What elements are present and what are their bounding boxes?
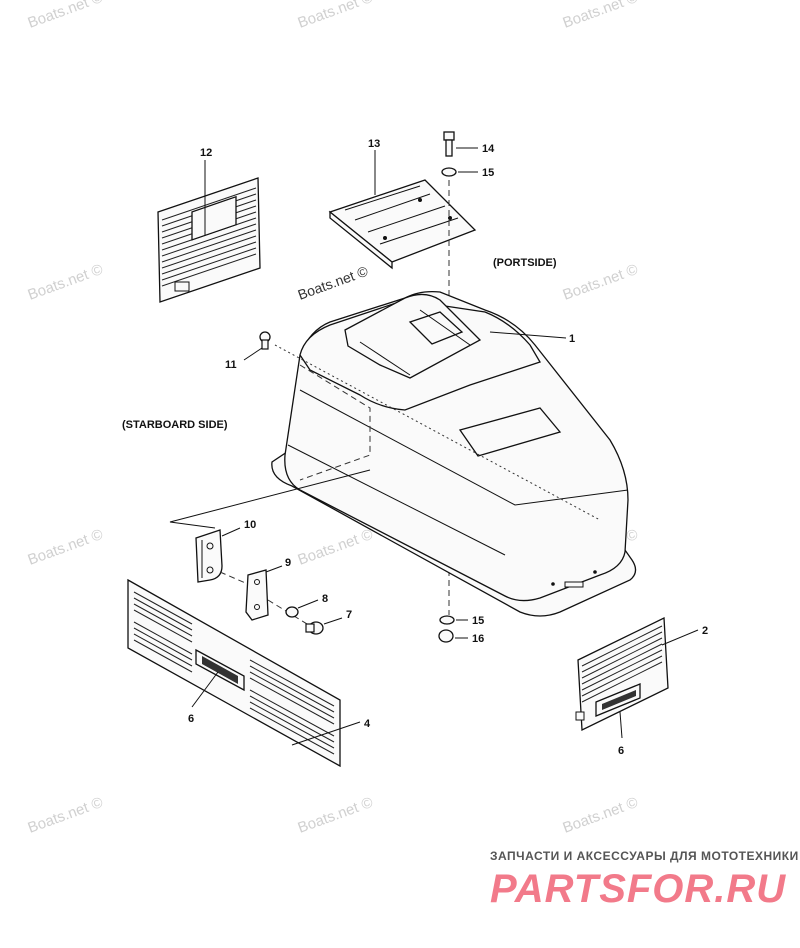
watermark: Boats.net © (296, 794, 376, 837)
callout-8: 8 (322, 593, 328, 605)
part-2-port-decal (575, 616, 669, 732)
watermark: Boats.net © (26, 0, 106, 32)
watermark: Boats.net © (561, 0, 641, 32)
part-9-latch (245, 569, 269, 621)
leader-line (323, 617, 343, 625)
leader-line (291, 721, 361, 746)
leader-line (619, 711, 623, 739)
footer-subtitle: ЗАПЧАСТИ И АКСЕССУАРЫ ДЛЯ МОТОТЕХНИКИ (490, 849, 799, 863)
watermark: Boats.net © (561, 261, 641, 304)
callout-4: 4 (364, 718, 371, 730)
leader-line (265, 565, 283, 573)
callout-2: 2 (702, 625, 708, 637)
callout-11: 11 (225, 359, 237, 371)
part-8-nut (285, 606, 299, 618)
part-15-washer (441, 167, 457, 177)
callout-7: 7 (346, 609, 352, 621)
watermark: Boats.net © (296, 526, 376, 569)
part-12-decal (157, 177, 261, 303)
part-13-cover-plate (328, 179, 477, 270)
watermark: Boats.net © (26, 794, 106, 837)
watermark: Boats.net © (561, 794, 641, 837)
part-11-screw (259, 331, 271, 350)
part-4-starboard-decal (127, 578, 341, 768)
part-10-bracket (195, 529, 223, 583)
callout-15-bottom: 15 (472, 615, 484, 627)
watermark: Boats.net © (296, 262, 371, 302)
callout-16: 16 (472, 633, 484, 645)
leader-line (489, 331, 567, 339)
callout-15-top: 15 (482, 167, 494, 179)
callout-13: 13 (368, 138, 380, 150)
watermark: Boats.net © (26, 526, 106, 569)
callout-6-right: 6 (618, 745, 624, 757)
callout-10: 10 (244, 519, 256, 531)
hidden-line (219, 571, 251, 586)
callout-1: 1 (569, 333, 575, 345)
watermark: Boats.net © (26, 261, 106, 304)
footer-logo: PARTSFOR.RU (490, 867, 786, 911)
leader-line (191, 671, 219, 708)
part-14-bolt (443, 131, 455, 157)
callout-14: 14 (482, 143, 495, 155)
callout-9: 9 (285, 557, 291, 569)
leader-line (243, 347, 263, 361)
projection-line (169, 469, 371, 529)
watermark: Boats.net © (296, 0, 376, 32)
part-16-nut (438, 629, 454, 643)
part-15-washer (439, 615, 455, 625)
hidden-line (299, 364, 371, 481)
leader-line (297, 599, 319, 609)
part-1-engine-cowl (271, 290, 637, 617)
leader-line (661, 629, 699, 646)
leader-line (221, 527, 241, 537)
projection-line (274, 344, 601, 521)
callout-12: 12 (200, 147, 212, 159)
portside-label: (PORTSIDE) (493, 257, 557, 269)
callout-6-left: 6 (188, 713, 194, 725)
starboard-label: (STARBOARD SIDE) (122, 419, 228, 431)
part-7-bolt (305, 621, 324, 635)
